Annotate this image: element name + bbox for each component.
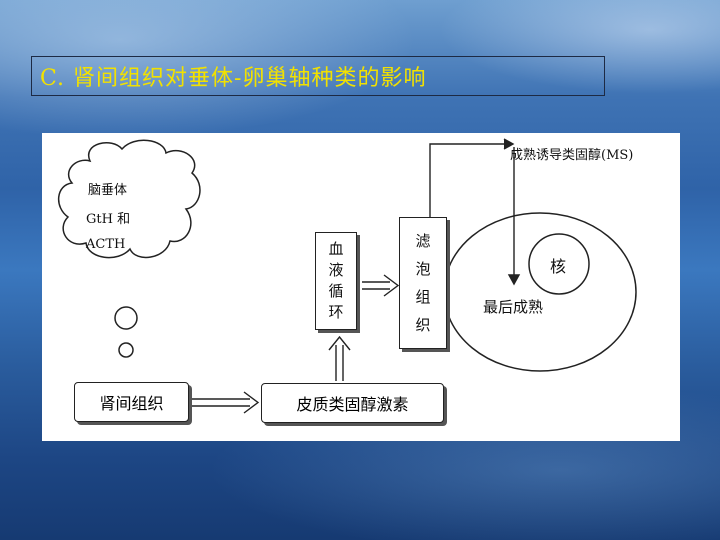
- arrow-blood-to-follicle: [362, 274, 400, 297]
- nucleus-circle: [528, 233, 590, 295]
- blood-char-4: 环: [328, 303, 344, 321]
- pituitary-line-3: ACTH: [86, 237, 126, 252]
- slide-title: C. 肾间组织对垂体-卵巢轴种类的影响: [40, 66, 427, 91]
- arrow-cortisol-to-blood: [328, 335, 351, 381]
- diagram-lines: [58, 138, 637, 414]
- mis-label: 成熟诱导类固醇(MS): [510, 148, 634, 163]
- blood-circulation-box: 血 液 循 环: [315, 232, 357, 330]
- adrenal-tissue-label: 肾间组织: [99, 394, 164, 413]
- blood-char-1: 血: [328, 240, 344, 258]
- follicle-char-4: 织: [415, 316, 431, 334]
- blood-char-2: 液: [328, 261, 344, 279]
- final-maturation-label: 最后成熟: [483, 298, 544, 316]
- oocyte-circle: [443, 212, 637, 372]
- pituitary-line-1: 脑垂体: [88, 183, 128, 198]
- diagram-panel: 脑垂体 GtH 和 ACTH 肾间组织 皮质类固醇激素 血 液 循 环 滤 泡 …: [42, 133, 680, 441]
- blood-char-3: 循: [328, 282, 344, 300]
- arrow-follicle-to-mis: [429, 138, 515, 217]
- follicle-char-1: 滤: [415, 232, 431, 250]
- follicle-tissue-box: 滤 泡 组 织: [399, 217, 447, 349]
- pituitary-line-2: GtH 和: [86, 212, 131, 227]
- cortisol-label: 皮质类固醇激素: [296, 395, 409, 414]
- thought-bubble-large: [114, 306, 138, 330]
- pituitary-cloud-shape: [58, 139, 201, 259]
- follicle-char-3: 组: [415, 288, 431, 306]
- follicle-char-2: 泡: [415, 260, 431, 278]
- adrenal-tissue-box: 肾间组织: [74, 382, 189, 422]
- thought-bubble-small: [118, 342, 134, 358]
- slide-title-box: C. 肾间组织对垂体-卵巢轴种类的影响: [31, 56, 605, 96]
- arrow-adrenal-to-cortisol: [192, 391, 260, 414]
- cortisol-box: 皮质类固醇激素: [261, 383, 444, 423]
- nucleus-label: 核: [550, 257, 567, 276]
- arrow-mis-to-maturation: [507, 147, 521, 286]
